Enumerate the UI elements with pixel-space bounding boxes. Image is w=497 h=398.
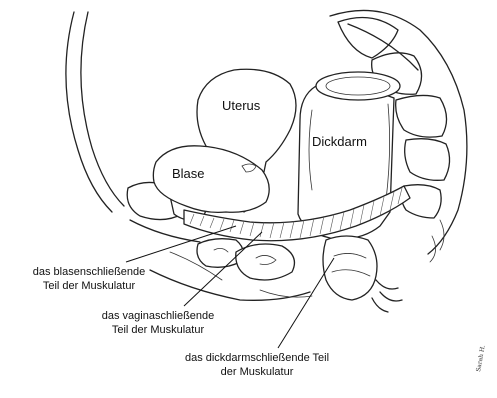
- annotation-line-2: Teil der Muskulatur: [43, 280, 136, 292]
- abdominal-wall: [66, 12, 124, 212]
- annotation-line-1: das vaginaschließende: [102, 310, 215, 322]
- bladder-label: Blase: [172, 166, 205, 181]
- annotation-line-2: der Muskulatur: [221, 366, 294, 378]
- uterus-label: Uterus: [222, 98, 261, 113]
- annotation-colon-muscle: das dickdarmschließende Teil der Muskula…: [185, 352, 329, 378]
- artist-signature: Sarah H.: [475, 344, 487, 372]
- annotation-bladder-muscle: das blasenschließende Teil der Muskulatu…: [33, 266, 146, 292]
- annotation-line-1: das blasenschließende: [33, 266, 146, 278]
- colon-label: Dickdarm: [312, 134, 367, 149]
- annotation-vagina-muscle: das vaginaschließende Teil der Muskulatu…: [102, 310, 215, 336]
- annotation-line-2: Teil der Muskulatur: [112, 324, 205, 336]
- annotation-line-1: das dickdarmschließende Teil: [185, 352, 329, 364]
